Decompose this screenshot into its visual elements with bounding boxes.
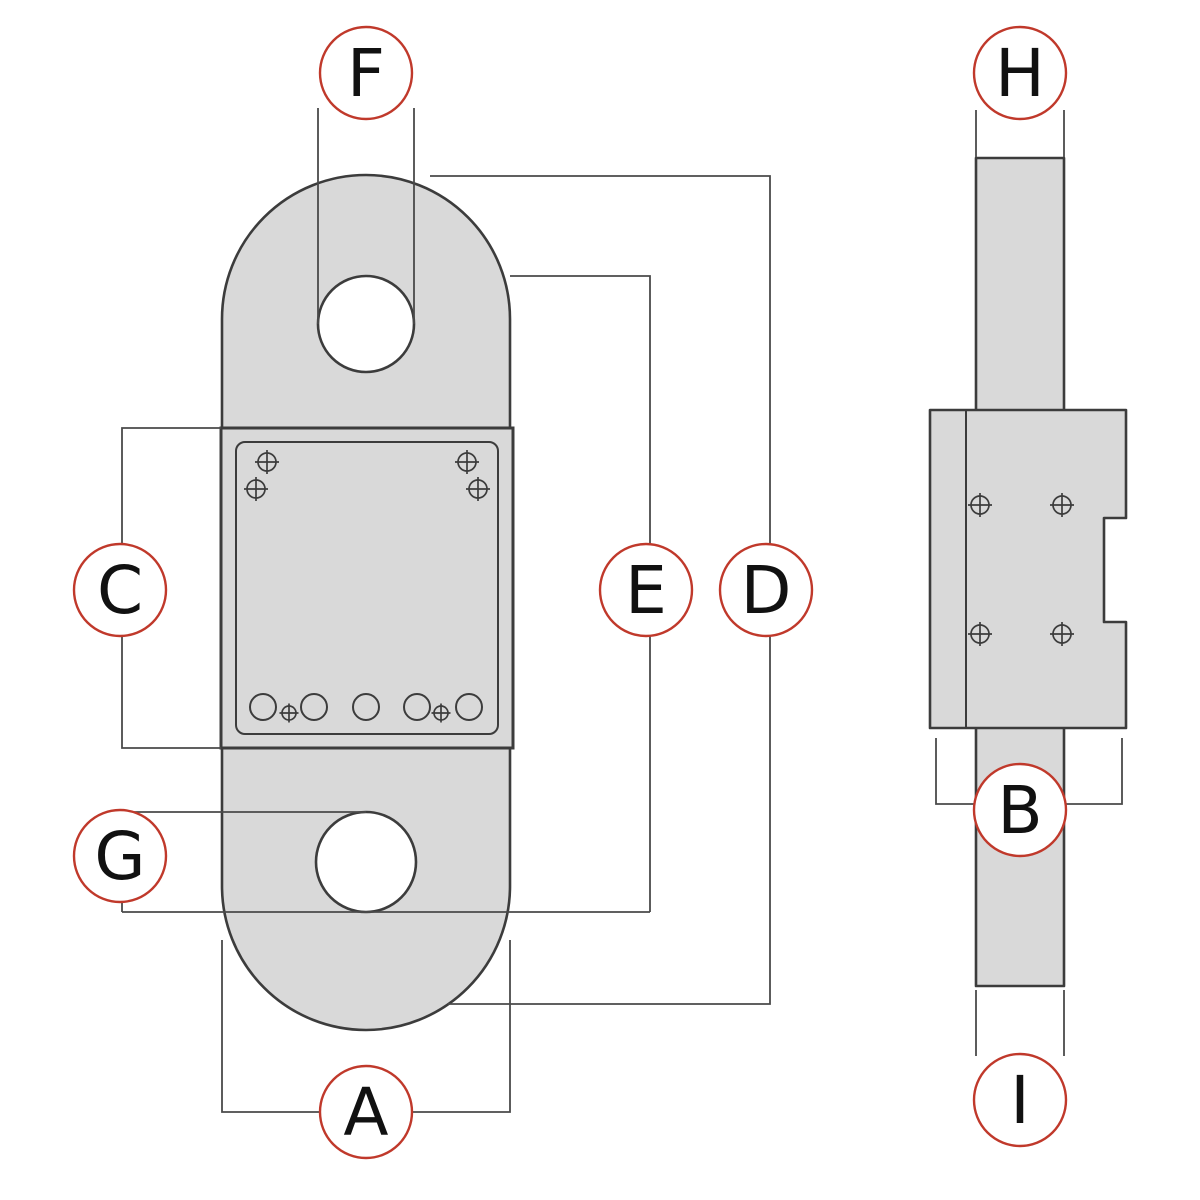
dim-label-d: D <box>718 542 814 638</box>
bottom-shackle-hole <box>314 810 418 914</box>
label-circle-h <box>972 25 1068 121</box>
label-text-a: A <box>343 1074 388 1151</box>
label-circle-e <box>598 542 694 638</box>
label-circle-a <box>318 1064 414 1160</box>
panel-button-5 <box>455 693 483 721</box>
label-text-d: D <box>741 552 792 629</box>
label-text-h: H <box>995 35 1045 112</box>
dim-label-i: I <box>972 1052 1068 1148</box>
dim-label-b: B <box>972 762 1068 858</box>
panel-button-2 <box>300 693 328 721</box>
label-text-g: G <box>94 818 145 895</box>
display-panel-faceplate <box>235 441 499 735</box>
side-view <box>928 156 1128 988</box>
label-circle-f <box>318 25 414 121</box>
top-shackle-hole <box>316 274 416 374</box>
label-text-c: C <box>97 552 143 629</box>
label-circle-i <box>972 1052 1068 1148</box>
dim-label-f: F <box>318 25 414 121</box>
panel-button-3 <box>352 693 380 721</box>
side-housing-block <box>928 408 1128 730</box>
label-text-e: E <box>625 552 667 629</box>
dim-line-e-bracket <box>510 275 651 912</box>
dim-label-c: C <box>72 542 168 638</box>
label-circle-g <box>72 808 168 904</box>
dimension-labels: F C E D G A H <box>72 25 1068 1160</box>
label-text-i: I <box>1010 1062 1029 1139</box>
dim-label-g: G <box>72 808 168 904</box>
label-text-f: F <box>347 35 385 112</box>
panel-button-1 <box>249 693 277 721</box>
dim-label-a: A <box>318 1064 414 1160</box>
label-circle-d <box>718 542 814 638</box>
dim-label-e: E <box>598 542 694 638</box>
label-circle-c <box>72 542 168 638</box>
label-circle-b <box>972 762 1068 858</box>
dim-label-h: H <box>972 25 1068 121</box>
panel-button-4 <box>403 693 431 721</box>
label-text-b: B <box>997 772 1042 849</box>
display-panel <box>219 426 515 750</box>
front-view <box>219 173 515 1032</box>
